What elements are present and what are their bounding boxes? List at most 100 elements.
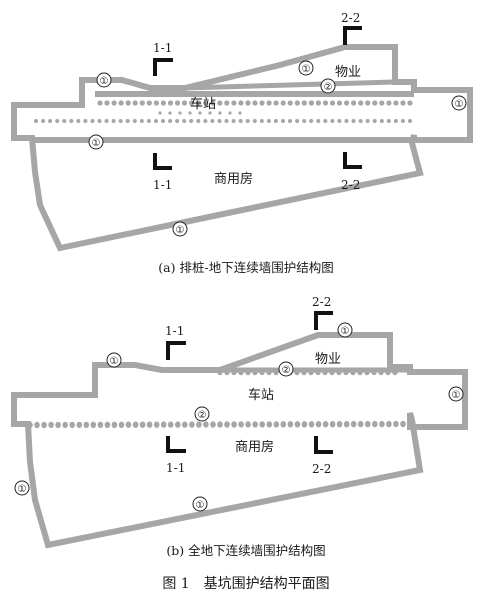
circle-marker-b-3: ② — [278, 361, 294, 377]
dwall-dot — [90, 421, 97, 428]
pile-dot — [231, 119, 236, 123]
circle-marker-b-5: ① — [448, 386, 464, 402]
pile-dot — [104, 119, 109, 123]
section-label-2-2-top-a: 2-2 — [341, 11, 360, 25]
pile-dot — [407, 100, 413, 106]
svg-text:①: ① — [110, 356, 119, 367]
section-mark-2-2-top-b — [314, 311, 333, 330]
dwall-dot — [224, 421, 230, 428]
pile-dot — [386, 119, 391, 123]
pile-dot — [302, 119, 307, 123]
dwall-dot — [245, 421, 251, 428]
room-label-commercial-b: 商用房 — [235, 439, 274, 455]
section-label-1-1-bottom-b: 1-1 — [166, 461, 185, 475]
pile-dot — [372, 119, 377, 123]
pile-dot — [182, 119, 187, 123]
pile-dot — [308, 100, 314, 106]
pile-dot — [160, 100, 166, 106]
dwall-dot — [83, 421, 90, 429]
svg-text:②: ② — [324, 82, 333, 93]
room-label-wuye-b: 物业 — [315, 352, 341, 367]
pile-dot — [34, 119, 38, 123]
circle-marker-a-1: ① — [96, 72, 112, 88]
room-label-commercial-a: 商用房 — [214, 171, 253, 187]
pile-dot — [174, 100, 181, 106]
dwall-dot — [210, 421, 216, 428]
dwall-dot — [196, 421, 202, 428]
dwall-dot — [153, 421, 160, 428]
dwall-dot — [48, 421, 54, 429]
circle-marker-a-5: ① — [88, 134, 104, 150]
pile-dot — [301, 100, 307, 106]
pile-dot — [132, 119, 137, 123]
dwall-dot — [393, 420, 399, 428]
pile-dot — [41, 119, 46, 123]
svg-text:②: ② — [198, 410, 207, 421]
circle-marker-b-4: ② — [194, 406, 210, 422]
pile-dot — [175, 119, 180, 123]
section-mark-1-1-top-a — [153, 58, 173, 76]
pile-dot — [97, 119, 102, 123]
dwall-dot — [62, 421, 68, 429]
pile-dot — [252, 100, 258, 106]
pile-dot — [83, 119, 88, 123]
pile-dot — [217, 119, 222, 123]
room-label-wuye-a: 物业 — [335, 65, 361, 80]
panel-a-caption: (a) 排桩-地下连续墙围护结构图 — [158, 260, 333, 275]
pile-dot — [408, 119, 412, 123]
pile-dot — [111, 100, 117, 106]
dwall-dot — [315, 368, 321, 376]
pile-dot — [118, 119, 123, 123]
pile-dot — [154, 119, 158, 123]
dwall-rows-b — [27, 368, 413, 429]
pile-dot — [266, 100, 272, 106]
pile-dot — [218, 111, 222, 115]
dwall-dot — [294, 368, 300, 376]
dwall-dot — [287, 421, 294, 428]
circle-marker-a-6: ① — [172, 221, 188, 237]
pile-dot — [295, 119, 300, 123]
dwall-dot — [76, 421, 83, 429]
dwall-dot — [315, 421, 322, 428]
pile-dot — [178, 111, 182, 115]
dwall-dot — [160, 421, 167, 428]
pile-dot — [97, 100, 103, 106]
dwall-dot — [125, 421, 132, 428]
section-mark-1-1-bottom-a — [153, 153, 172, 170]
section-label-2-2-bottom-b: 2-2 — [312, 462, 331, 476]
pile-dot — [62, 119, 67, 123]
pile-dot — [393, 119, 398, 123]
dwall-dot — [203, 421, 209, 428]
pile-dot — [365, 119, 370, 123]
dwall-dot — [55, 421, 61, 429]
dwall-dot — [357, 368, 363, 376]
pile-dot — [48, 119, 53, 123]
svg-text:①: ① — [302, 64, 311, 75]
pile-dot — [379, 100, 385, 106]
dwall-dot — [104, 421, 111, 428]
dwall-dot — [280, 421, 287, 428]
svg-text:①: ① — [176, 225, 185, 236]
pile-dot — [198, 111, 202, 115]
pile-dot — [189, 100, 195, 106]
pile-dot — [330, 119, 335, 123]
dwall-dot — [301, 368, 307, 376]
dwall-dot — [336, 368, 342, 376]
dwall-dot — [357, 420, 364, 428]
section-mark-1-1-bottom-b — [166, 436, 186, 453]
section-mark-2-2-bottom-b — [314, 436, 333, 454]
pile-dot — [132, 100, 138, 106]
pile-dot — [168, 111, 172, 115]
pile-dot — [336, 100, 343, 106]
figure-caption: 图 1 基坑围护结构平面图 — [162, 575, 329, 592]
dwall-dot — [400, 420, 406, 428]
dwall-dot — [167, 421, 174, 428]
section-label-2-2-bottom-a: 2-2 — [341, 178, 360, 192]
circle-marker-b-2: ① — [337, 322, 353, 338]
pile-dot — [393, 100, 399, 106]
pile-dot — [125, 119, 130, 123]
pile-dot — [167, 100, 174, 106]
pile-dot — [203, 119, 208, 123]
pile-dot — [224, 100, 230, 106]
pile-dot — [372, 100, 378, 106]
